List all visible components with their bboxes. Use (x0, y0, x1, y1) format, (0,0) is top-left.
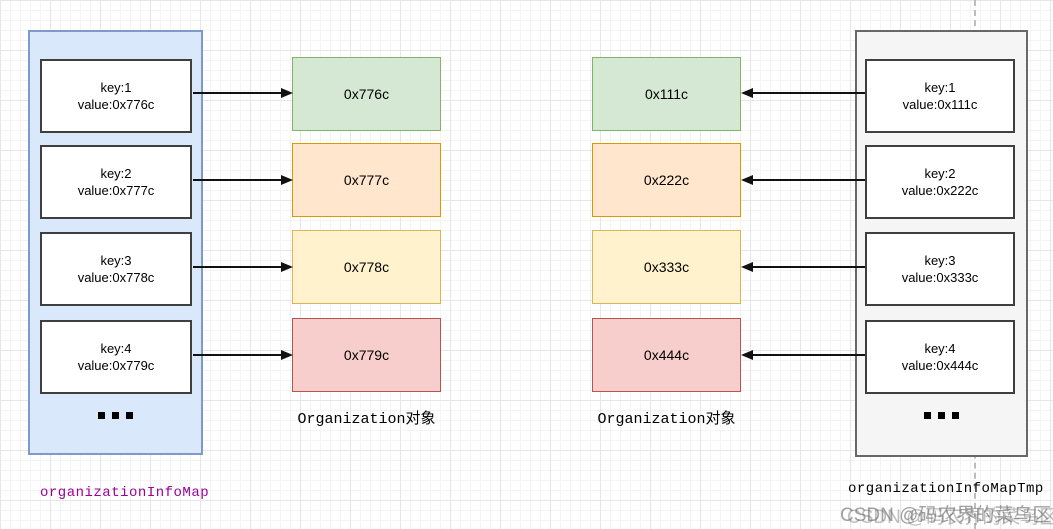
more-entries-ellipsis (30, 412, 201, 419)
ellipsis-dot (938, 412, 945, 419)
object-box: 0x779c (292, 318, 441, 392)
entry-key: key:2 (924, 166, 956, 181)
ellipsis-dot (126, 412, 133, 419)
entry-key: key:4 (924, 341, 956, 356)
arrow-right-row4 (741, 350, 865, 360)
object-box: 0x111c (592, 57, 741, 131)
map-entry: key:2 value:0x222c (865, 145, 1015, 219)
map-entry: key:3 value:0x333c (865, 232, 1015, 306)
entry-key: key:3 (924, 253, 956, 268)
object-box: 0x778c (292, 230, 441, 304)
entry-value: value:0x222c (901, 183, 979, 198)
object-box: 0x333c (592, 230, 741, 304)
arrow-left-row2 (193, 175, 293, 185)
ellipsis-dot (952, 412, 959, 419)
entry-key: key:2 (100, 166, 132, 181)
arrow-right-row1 (741, 88, 865, 98)
map-entry: key:4 value:0x444c (865, 320, 1015, 394)
left-map-label: organizationInfoMap (40, 485, 210, 501)
arrow-right-row2 (741, 175, 865, 185)
arrow-right-row3 (741, 262, 865, 272)
object-box: 0x777c (292, 143, 441, 217)
object-box: 0x776c (292, 57, 441, 131)
arrow-left-row1 (193, 88, 293, 98)
map-entry: key:2 value:0x777c (40, 145, 192, 219)
object-box: 0x444c (592, 318, 741, 392)
entry-value: value:0x779c (77, 358, 155, 373)
entry-key: key:4 (100, 341, 132, 356)
entry-value: value:0x333c (901, 270, 979, 285)
left-objects-label: Organization对象 (297, 411, 436, 428)
object-box: 0x222c (592, 143, 741, 217)
watermark-text-shadow: CSDN @码农界的菜鸟区 (847, 507, 1053, 528)
entry-key: key:1 (100, 80, 132, 95)
ellipsis-dot (112, 412, 119, 419)
watermark-text: CSDN @码农界的菜鸟区 (840, 505, 1052, 526)
more-entries-ellipsis (857, 412, 1026, 419)
map-entry: key:1 value:0x776c (40, 59, 192, 133)
arrow-left-row4 (193, 350, 293, 360)
entry-value: value:0x776c (77, 97, 155, 112)
organization-info-map-tmp-container: key:1 value:0x111c key:2 value:0x222c ke… (855, 30, 1028, 457)
right-objects-label: Organization对象 (597, 411, 736, 428)
arrow-left-row3 (193, 262, 293, 272)
entry-key: key:3 (100, 253, 132, 268)
right-map-label: organizationInfoMapTmp (848, 481, 1044, 497)
ellipsis-dot (924, 412, 931, 419)
entry-value: value:0x444c (901, 358, 979, 373)
ellipsis-dot (98, 412, 105, 419)
map-entry: key:4 value:0x779c (40, 320, 192, 394)
map-entry: key:1 value:0x111c (865, 59, 1015, 133)
organization-info-map-container: key:1 value:0x776c key:2 value:0x777c ke… (28, 30, 203, 455)
entry-key: key:1 (924, 80, 956, 95)
entry-value: value:0x777c (77, 183, 155, 198)
map-entry: key:3 value:0x778c (40, 232, 192, 306)
entry-value: value:0x778c (77, 270, 155, 285)
entry-value: value:0x111c (902, 97, 978, 112)
